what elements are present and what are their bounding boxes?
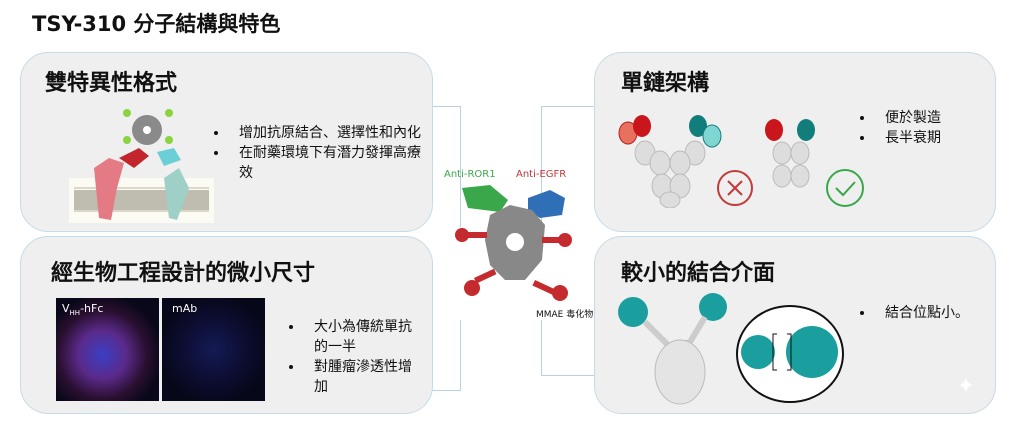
size-bullets: 大小為傳統單抗的一半 對腫瘤滲透性增加 [286, 317, 424, 397]
connector-line [541, 106, 596, 227]
check-icon [826, 169, 864, 207]
bispecific-membrane-illustration [69, 109, 214, 223]
connector-line [432, 106, 461, 227]
image-label-subscript: HH [69, 309, 81, 318]
panel-heading: 雙特異性格式 [45, 71, 178, 96]
bullet-item: 大小為傳統單抗的一半 [304, 317, 424, 357]
connector-line [541, 320, 596, 376]
panel-heading: 較小的結合介面 [621, 261, 776, 286]
anti-ror1-label: Anti-ROR1 [444, 169, 496, 180]
image-label: mAb [172, 302, 198, 315]
panel-single-chain: 單鏈架構 便於製造 長半衰期 [594, 52, 996, 232]
bullet-item: 便於製造 [875, 108, 995, 128]
sparkle-icon: ✦ [956, 374, 975, 399]
adc-molecule-illustration [455, 185, 572, 301]
single-chain-bullets: 便於製造 長半衰期 [857, 108, 995, 148]
anti-egfr-label: Anti-EGFR [516, 169, 567, 180]
bullet-item: 結合位點小。 [875, 303, 1005, 323]
bullet-item: 對腫瘤滲透性增加 [304, 357, 424, 397]
bispecific-bullets: 增加抗原結合、選擇性和內化 在耐藥環境下有潛力發揮高療效 [211, 123, 429, 183]
bullet-item: 增加抗原結合、選擇性和內化 [229, 123, 429, 143]
cross-icon [717, 170, 753, 206]
interface-bullets: 結合位點小。 [857, 303, 1005, 323]
panel-heading: 單鏈架構 [621, 71, 710, 96]
panel-bispecific: 雙特異性格式 增加抗原結合、選擇性和內化 在耐藥環境下有潛力發揮高療效 [20, 52, 433, 232]
page-title: TSY-310 分子結構與特色 [32, 12, 281, 36]
binding-interface-illustration [618, 293, 844, 405]
chain-format-comparison [618, 115, 864, 208]
bullet-item: 長半衰期 [875, 128, 995, 148]
bullet-item: 在耐藥環境下有潛力發揮高療效 [229, 143, 429, 183]
vhh-hfc-image: VHH-hFc [56, 298, 159, 401]
image-label: V [62, 302, 70, 315]
image-label-suffix: -hFc [80, 302, 104, 315]
connector-line [432, 320, 461, 391]
panel-heading: 經生物工程設計的微小尺寸 [51, 261, 316, 286]
panel-size: 經生物工程設計的微小尺寸 VHH-hFc mAb 大小為傳統單抗的一半 對腫瘤滲… [20, 236, 433, 414]
payload-label: MMAE 毒化物 [536, 310, 594, 320]
panel-interface: 較小的結合介面 結合位點小。 ✦ [594, 236, 996, 414]
mab-image: mAb [162, 298, 265, 401]
